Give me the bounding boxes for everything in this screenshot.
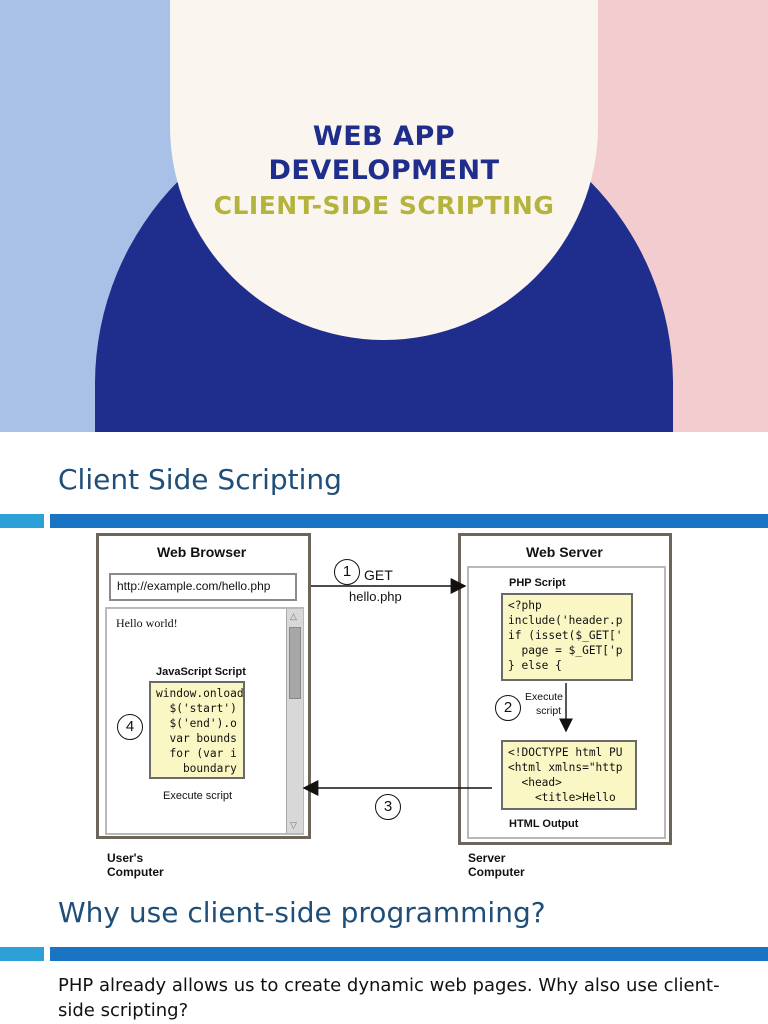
hello-php-label: hello.php <box>349 589 402 604</box>
php-script-label: PHP Script <box>509 577 566 589</box>
users-computer-label: User's Computer <box>107 851 164 879</box>
cover-slide: WEB APP DEVELOPMENT CLIENT-SIDE SCRIPTIN… <box>0 0 768 432</box>
title-rule-2 <box>0 947 768 961</box>
title-circle <box>170 0 598 340</box>
step-4-marker: 4 <box>117 714 143 740</box>
blue-arch-base <box>95 380 673 432</box>
web-server-panel: Web Server PHP Script <?php include('hea… <box>458 533 672 845</box>
cover-title-line-1: WEB APP <box>312 121 456 152</box>
browser-scrollbar: △ ▽ <box>286 609 303 833</box>
script-label-server: script <box>536 705 562 717</box>
php-code-box: <?php include('header.p if (isset($_GET[… <box>501 593 633 681</box>
rule-bar-2 <box>50 947 768 961</box>
step-2-marker: 2 <box>495 695 521 721</box>
get-label: GET <box>364 567 393 583</box>
scroll-down-icon: ▽ <box>290 820 297 830</box>
execute-script-label-client: Execute script <box>163 790 233 802</box>
web-server-title: Web Server <box>526 544 603 560</box>
rule-accent-2 <box>0 947 44 961</box>
section-title-client-side-scripting: Client Side Scripting <box>58 463 342 496</box>
diagram-arrows <box>302 578 573 796</box>
web-browser-title: Web Browser <box>157 544 247 560</box>
cover-subtitle: CLIENT-SIDE SCRIPTING <box>213 191 555 220</box>
web-browser-panel: Web Browser http://example.com/hello.php… <box>96 533 311 839</box>
execute-label-server: Execute <box>525 691 563 703</box>
rule-accent <box>0 514 44 528</box>
body-paragraph: PHP already allows us to create dynamic … <box>58 975 720 1021</box>
javascript-code-box: window.onload $('start') $('end').o var … <box>149 681 245 779</box>
server-computer-label: Server Computer <box>468 851 525 879</box>
title-rule <box>0 514 768 528</box>
rule-bar <box>50 514 768 528</box>
scrollbar-thumb <box>289 627 301 699</box>
page-text: Hello world! <box>116 616 178 630</box>
scroll-up-icon: △ <box>290 611 297 621</box>
javascript-script-label: JavaScript Script <box>156 666 246 678</box>
browser-viewport: Hello world! JavaScript Script window.on… <box>105 607 304 835</box>
cover-title-line-2: DEVELOPMENT <box>268 155 500 186</box>
html-output-label: HTML Output <box>509 818 579 830</box>
step-3-marker: 3 <box>375 794 401 820</box>
address-bar: http://example.com/hello.php <box>109 573 297 601</box>
html-output-code-box: <!DOCTYPE html PU <html xmlns="http <hea… <box>501 740 637 810</box>
step-1-marker: 1 <box>334 559 360 585</box>
section-title-why-client-side: Why use client-side programming? <box>58 896 546 929</box>
